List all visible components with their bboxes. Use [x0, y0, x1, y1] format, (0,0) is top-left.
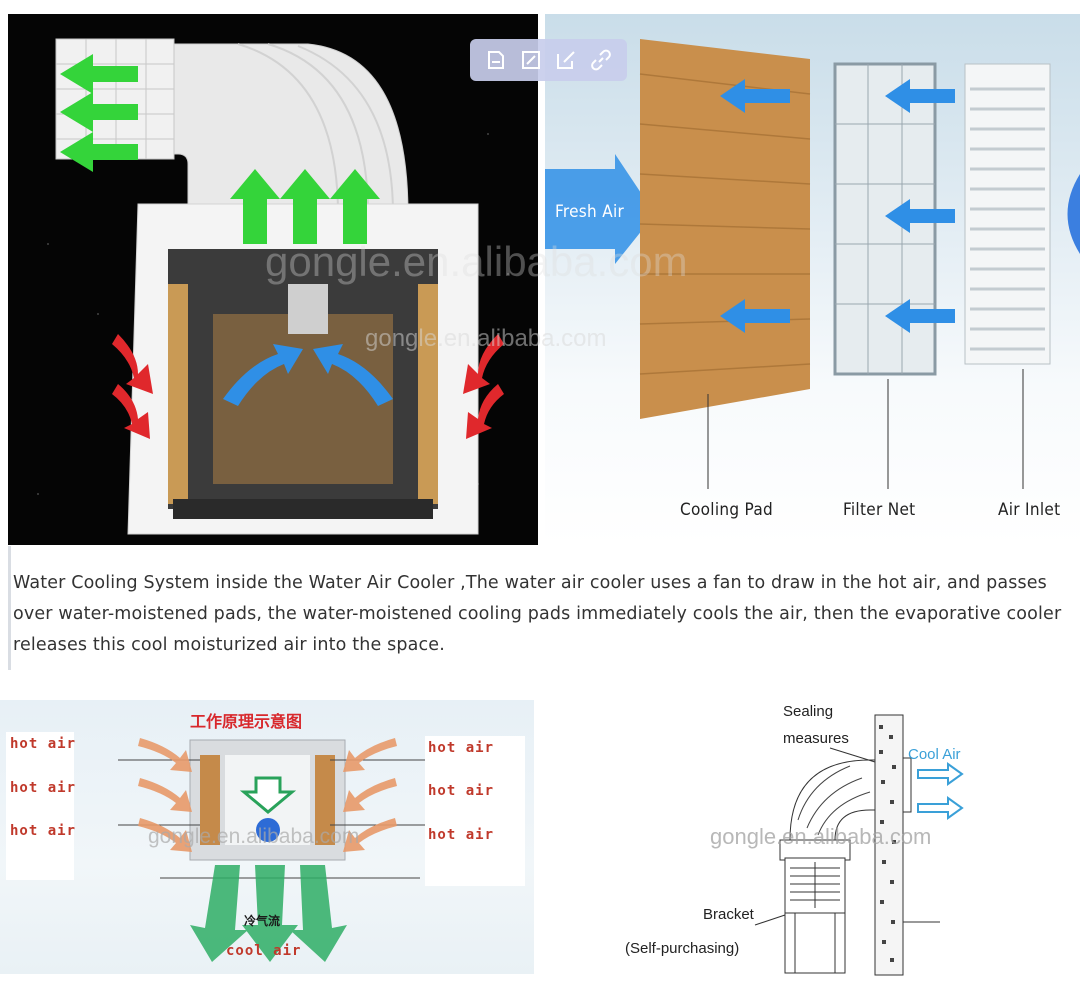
- installation-panel: Sealing measures Cool Air Bracket (Self-…: [600, 700, 1070, 980]
- edit-icon: [557, 51, 575, 69]
- link-button[interactable]: [588, 47, 614, 73]
- layers-render-panel: Fresh Air Cooling Pad Filter Net Air Inl…: [545, 14, 1080, 545]
- install-watermark: gongle.en.alibaba.com: [710, 824, 932, 849]
- air-inlet-label: Air Inlet: [998, 500, 1061, 520]
- hot-air-right-2: hot air: [428, 783, 495, 799]
- caption-quote-bar: [8, 546, 11, 670]
- hot-air-right-1: hot air: [428, 740, 495, 756]
- layers-illustration: [545, 39, 1080, 489]
- link-icon: [591, 49, 612, 71]
- principle-illustration: [6, 732, 525, 962]
- cooler-illustration: [37, 38, 509, 535]
- image-edit-button[interactable]: [518, 47, 544, 73]
- hot-air-left-2: hot air: [10, 780, 77, 796]
- caption-text: Water Cooling System inside the Water Ai…: [13, 573, 1062, 655]
- principle-title: 工作原理示意图: [190, 712, 303, 731]
- watermark-small: gongle.en.alibaba.com: [365, 325, 607, 352]
- self-purchasing-label: (Self-purchasing): [625, 940, 740, 957]
- installation-illustration: [754, 714, 964, 976]
- image-edit-icon: [521, 51, 540, 69]
- image-toolbar: [470, 39, 627, 81]
- bracket-label: Bracket: [703, 906, 754, 923]
- cool-air-en-label: cool air: [226, 943, 302, 959]
- cool-air-label: Cool Air: [908, 746, 961, 763]
- cooling-pad-label: Cooling Pad: [680, 500, 773, 520]
- hot-air-right-3: hot air: [428, 827, 495, 843]
- filter-net-label: Filter Net: [843, 500, 916, 520]
- sealing-label: Sealing: [783, 703, 834, 720]
- caption-block: Water Cooling System inside the Water Ai…: [8, 546, 1080, 670]
- hot-air-left-3: hot air: [10, 823, 77, 839]
- note-button[interactable]: [483, 47, 509, 73]
- cooler-photo-panel: [8, 14, 538, 545]
- watermark-large: gongle.en.alibaba.com: [265, 238, 688, 285]
- note-icon: [487, 51, 504, 69]
- working-principle-panel: 工作原理示意图 hot air hot air hot air hot air …: [0, 700, 534, 974]
- cool-air-cn-label: 冷气流: [244, 914, 281, 928]
- edit-button[interactable]: [553, 47, 579, 73]
- hot-air-left-1: hot air: [10, 736, 77, 752]
- fresh-air-label: Fresh Air: [555, 202, 625, 222]
- principle-watermark: gongle.en.alibaba.com: [148, 825, 360, 848]
- measures-label: measures: [783, 730, 849, 747]
